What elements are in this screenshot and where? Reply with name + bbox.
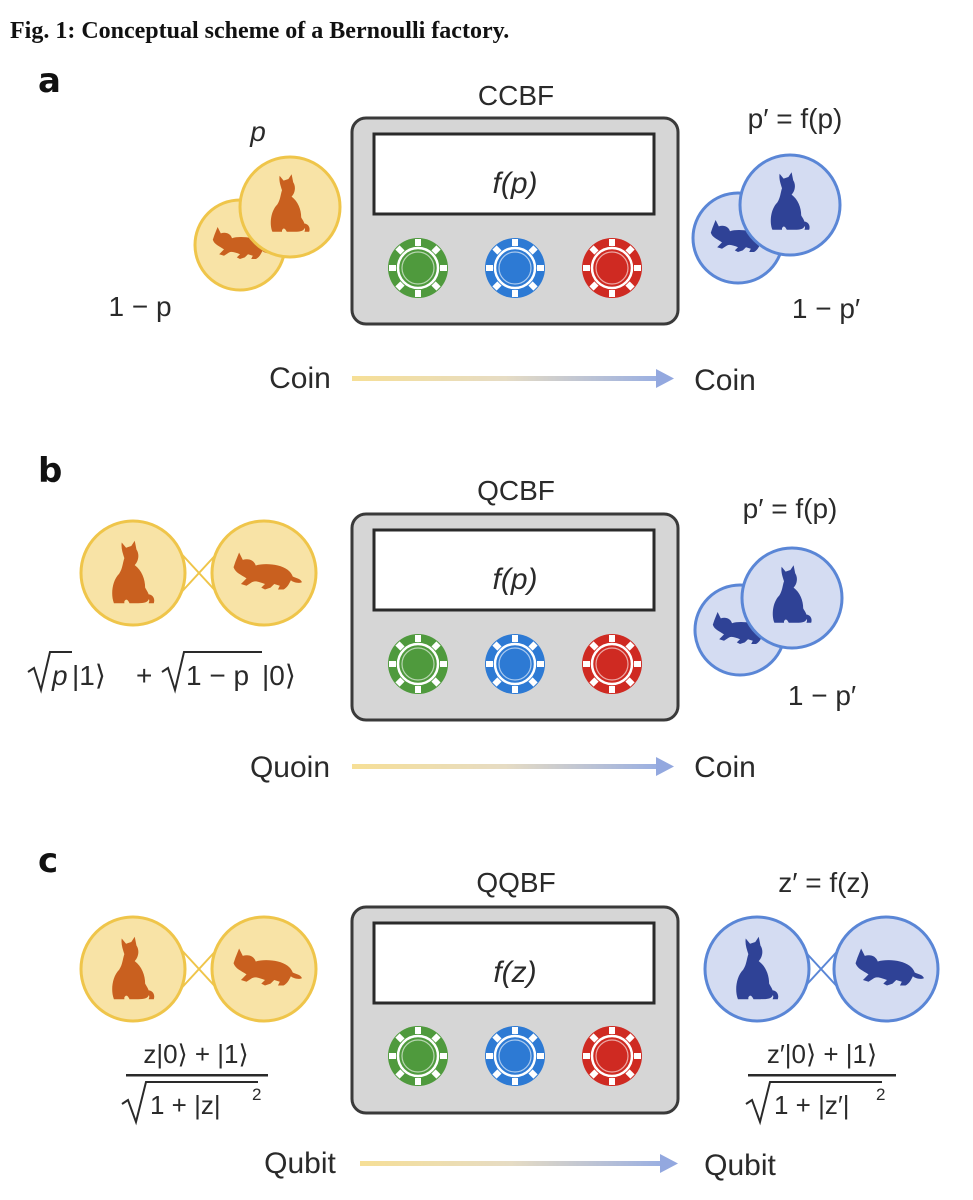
gradient-arrow	[352, 369, 674, 388]
output-top-label: p′ = f(p)	[743, 493, 838, 524]
box-title: CCBF	[478, 80, 554, 111]
blue-chip-icon	[483, 632, 547, 696]
arrow-left-label: Qubit	[264, 1147, 336, 1180]
sqrt-term-1: p	[51, 660, 68, 691]
green-chip-icon	[386, 1024, 450, 1088]
numerator: z′|0⟩ + |1⟩	[767, 1039, 877, 1069]
arrow-left-label: Quoin	[250, 751, 330, 784]
box-title: QQBF	[476, 867, 555, 898]
exponent: 2	[876, 1085, 885, 1104]
ket-1: |1⟩	[72, 660, 106, 691]
numerator: z|0⟩ + |1⟩	[143, 1039, 248, 1069]
input-superposition	[79, 519, 318, 627]
panel-c: c QQBF z|0⟩ + |1⟩ 1 + |z| 2 f(z)	[38, 841, 940, 1182]
panel-a: a CCBF p 1 − p f(p) p′ = f(p) 1 − p′	[38, 61, 860, 397]
red-chip-icon	[580, 1024, 644, 1088]
factory-box: f(z)	[350, 905, 680, 1115]
blue-chip-icon	[483, 1024, 547, 1088]
input-superposition	[79, 915, 318, 1023]
panel-letter: a	[38, 61, 61, 101]
green-chip-icon	[386, 236, 450, 300]
input-bottom-label: 1 − p	[108, 291, 171, 322]
factory-box: f(p)	[350, 116, 680, 326]
green-chip-icon	[386, 632, 450, 696]
plus-sign: +	[136, 660, 152, 691]
exponent: 2	[252, 1085, 261, 1104]
output-coin-pair	[691, 153, 842, 285]
output-top-label: z′ = f(z)	[778, 867, 870, 898]
red-chip-icon	[580, 236, 644, 300]
arrow-right-label: Coin	[694, 364, 756, 397]
input-fraction: z|0⟩ + |1⟩ 1 + |z| 2	[121, 1039, 268, 1126]
gradient-arrow	[352, 757, 674, 776]
panel-letter: c	[38, 841, 58, 881]
blue-chip-icon	[483, 236, 547, 300]
output-top-label: p′ = f(p)	[748, 103, 843, 134]
panel-b: b QCBF p |1⟩ + 1 − p |0⟩ f(p)	[27, 451, 856, 784]
input-top-label: p	[249, 116, 266, 147]
function-display: f(p)	[493, 167, 538, 200]
function-display: f(p)	[493, 563, 538, 596]
gradient-arrow	[360, 1154, 678, 1173]
ket-0: |0⟩	[262, 660, 296, 691]
input-formula: p |1⟩ + 1 − p |0⟩	[27, 651, 296, 694]
output-bottom-label: 1 − p′	[792, 293, 860, 324]
output-superposition	[703, 915, 940, 1023]
red-chip-icon	[580, 632, 644, 696]
output-bottom-label: 1 − p′	[788, 680, 856, 711]
box-title: QCBF	[477, 475, 555, 506]
input-coin-pair	[193, 155, 342, 292]
sqrt-term-2: 1 − p	[186, 660, 249, 691]
figure-title: Fig. 1: Conceptual scheme of a Bernoulli…	[10, 18, 510, 44]
arrow-right-label: Qubit	[704, 1149, 776, 1182]
function-display: f(z)	[493, 956, 536, 989]
denominator: 1 + |z|	[150, 1090, 221, 1120]
denominator: 1 + |z′|	[774, 1090, 849, 1120]
arrow-left-label: Coin	[269, 362, 331, 395]
panel-letter: b	[38, 451, 62, 491]
output-coin-pair	[693, 546, 844, 677]
arrow-right-label: Coin	[694, 751, 756, 784]
factory-box: f(p)	[350, 512, 680, 722]
output-fraction: z′|0⟩ + |1⟩ 1 + |z′| 2	[745, 1039, 896, 1126]
